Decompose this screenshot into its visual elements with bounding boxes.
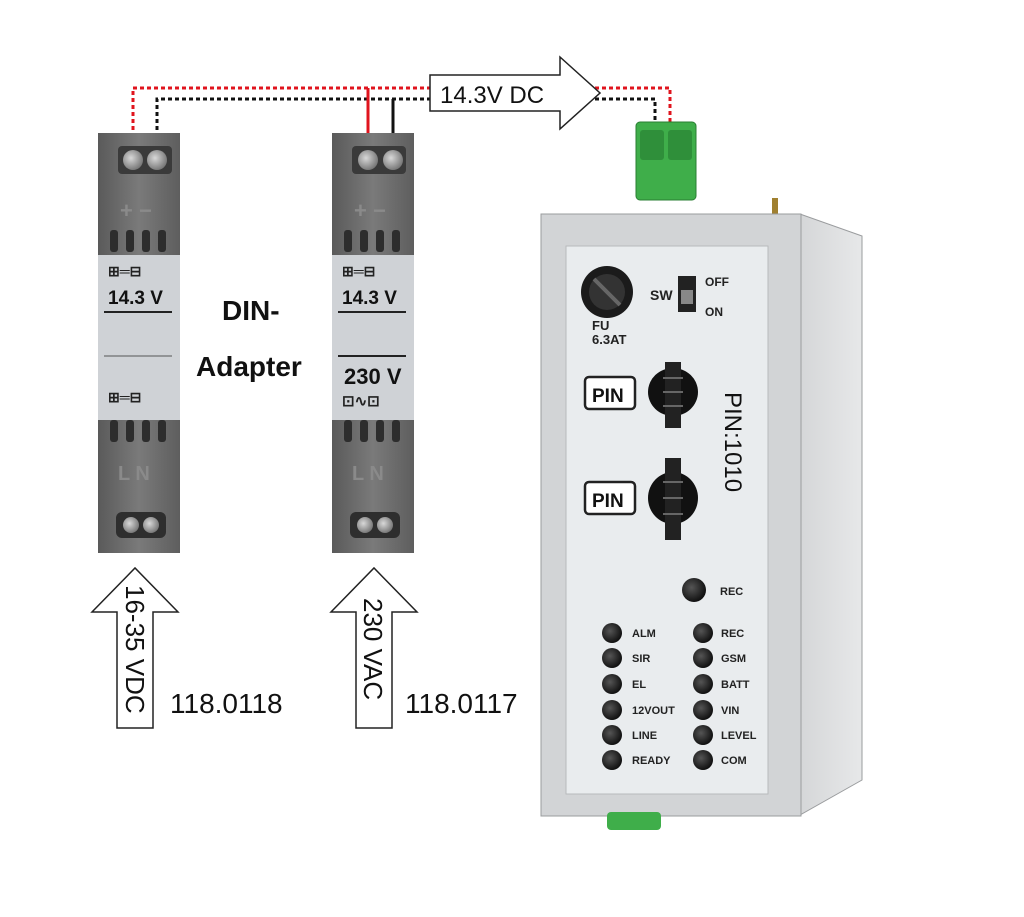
- din-adapter-label-2: Adapter: [196, 351, 302, 382]
- svg-text:L N: L N: [352, 463, 384, 485]
- led-label-alm: ALM: [632, 628, 656, 640]
- svg-text:+ −: + −: [354, 198, 386, 223]
- terminal-screw: [123, 150, 143, 170]
- pin-label-2: PIN: [592, 491, 624, 512]
- led-indicator: [693, 623, 713, 643]
- terminal-screw: [358, 150, 378, 170]
- svg-text:⊞═⊟: ⊞═⊟: [108, 263, 141, 279]
- switch-label: SW: [650, 287, 673, 303]
- led-column-right: REC GSM BATT VIN LEVEL COM: [693, 623, 757, 770]
- fuse-label-2: 6.3AT: [592, 332, 626, 347]
- led-label-el: EL: [632, 679, 646, 691]
- part-number-1: 118.0118: [170, 688, 283, 719]
- led-label-com: COM: [721, 755, 747, 767]
- svg-text:⊞═⊟: ⊞═⊟: [108, 389, 141, 405]
- led-label-12vout: 12VOUT: [632, 705, 675, 717]
- led-indicator: [602, 623, 622, 643]
- led-label-batt: BATT: [721, 679, 750, 691]
- led-indicator: [693, 648, 713, 668]
- pin-label-1: PIN: [592, 386, 624, 407]
- led-indicator: [693, 674, 713, 694]
- led-indicator: [602, 725, 622, 745]
- fuse-label-1: FU: [592, 318, 609, 333]
- led-label-vin: VIN: [721, 705, 739, 717]
- led-indicator: [602, 648, 622, 668]
- negative-wire: [155, 97, 657, 165]
- switch-on-label: ON: [705, 305, 723, 319]
- dc-output-label: 14.3V DC: [440, 82, 544, 109]
- din-module-1: + − ⊞═⊟ 14.3 V ⊞═⊟ L N: [98, 133, 180, 553]
- dc-output-arrow: 14.3V DC: [429, 55, 602, 131]
- input-arrow-1: 16-35 VDC: [90, 566, 180, 729]
- svg-text:⊡∿⊡: ⊡∿⊡: [342, 393, 380, 410]
- rec-button[interactable]: [682, 578, 706, 602]
- din-module-2: + − ⊞═⊟ 14.3 V 230 V ⊡∿⊡ L N: [332, 133, 414, 553]
- positive-wire: [131, 86, 672, 165]
- gsm-device: FU 6.3AT SW OFF ON PIN PIN PIN:1010 REC: [540, 121, 863, 830]
- din-adapter-label-1: DIN-: [222, 295, 280, 326]
- pin-code: PIN:1010: [719, 392, 746, 492]
- led-indicator: [693, 725, 713, 745]
- led-label-level: LEVEL: [721, 730, 757, 742]
- led-indicator: [602, 674, 622, 694]
- led-label-gsm: GSM: [721, 653, 746, 665]
- led-label-rec: REC: [721, 628, 744, 640]
- led-indicator: [602, 700, 622, 720]
- module2-ac-voltage: 230 V: [344, 364, 402, 389]
- switch-off-label: OFF: [705, 275, 729, 289]
- led-column-left: ALM SIR EL 12VOUT LINE READY: [602, 623, 675, 770]
- led-indicator: [693, 750, 713, 770]
- led-indicator: [693, 700, 713, 720]
- input-arrow-2-label: 230 VAC: [358, 598, 388, 700]
- part-number-2: 118.0117: [405, 688, 518, 719]
- led-label-ready: READY: [632, 755, 671, 767]
- bottom-terminal-block: [607, 812, 661, 830]
- svg-text:L N: L N: [118, 463, 150, 485]
- input-arrow-2: 230 VAC: [329, 566, 419, 729]
- module2-voltage: 14.3 V: [342, 288, 397, 309]
- rec-button-label: REC: [720, 586, 743, 598]
- svg-text:+ −: + −: [120, 198, 152, 223]
- module1-voltage: 14.3 V: [108, 288, 163, 309]
- terminal-screw: [147, 150, 167, 170]
- led-label-sir: SIR: [632, 653, 650, 665]
- led-indicator: [602, 750, 622, 770]
- led-label-line: LINE: [632, 730, 657, 742]
- input-arrow-1-label: 16-35 VDC: [120, 585, 150, 714]
- terminal-screw: [383, 150, 403, 170]
- svg-text:⊞═⊟: ⊞═⊟: [342, 263, 375, 279]
